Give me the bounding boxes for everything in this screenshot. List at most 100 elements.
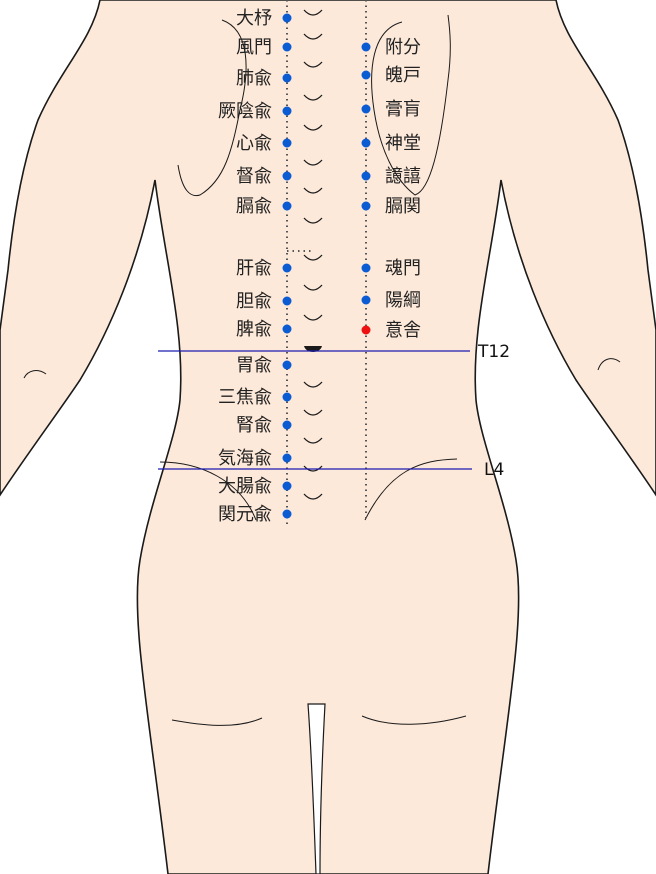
acupoint-marker[interactable] xyxy=(282,420,292,430)
acupoint-inner[interactable]: 三焦兪 xyxy=(218,387,292,408)
acupoint-label: 膏肓 xyxy=(385,98,421,120)
right-scapula-contour xyxy=(371,14,451,196)
acupoint-label: 脾兪 xyxy=(236,319,272,340)
acupoint-label: 肺兪 xyxy=(236,68,272,89)
acupoint-marker[interactable] xyxy=(361,325,371,335)
acupoint-marker[interactable] xyxy=(282,73,292,83)
acupoint-marker[interactable] xyxy=(282,171,292,181)
acupoint-outer[interactable]: 神堂 xyxy=(361,133,422,154)
spinous-process xyxy=(303,124,323,131)
spinous-process xyxy=(303,9,323,16)
level-label: L4 xyxy=(484,460,504,480)
acupoint-label: 三焦兪 xyxy=(218,387,272,408)
spinous-process xyxy=(303,409,323,416)
acupoint-marker[interactable] xyxy=(361,42,371,52)
acupoint-marker[interactable] xyxy=(282,201,292,211)
acupoint-inner[interactable]: 胆兪 xyxy=(236,291,292,312)
acupoint-inner[interactable]: 気海兪 xyxy=(218,448,292,469)
acupoint-label: 意舎 xyxy=(385,320,421,341)
acupoint-label: 附分 xyxy=(385,37,421,58)
left-gluteal-line xyxy=(171,717,263,726)
acupoint-inner[interactable]: 肝兪 xyxy=(236,258,292,279)
acupoint-marker[interactable] xyxy=(361,70,371,80)
left-scapula-contour xyxy=(177,19,247,197)
acupoint-outer[interactable]: 魂門 xyxy=(361,258,422,279)
acupoint-marker[interactable] xyxy=(282,263,292,273)
acupoint-inner[interactable]: 肺兪 xyxy=(236,68,292,89)
acupoint-marker[interactable] xyxy=(361,171,371,181)
left-iliac-contour xyxy=(159,461,257,521)
acupoint-label: 膈関 xyxy=(385,196,421,217)
right-iliac-contour xyxy=(364,458,458,521)
acupoint-label: 魄戸 xyxy=(385,65,421,86)
acupoint-label: 胆兪 xyxy=(236,291,272,312)
acupoint-label: 心兪 xyxy=(236,133,272,154)
acupoint-marker[interactable] xyxy=(282,392,292,402)
acupoint-label: 気海兪 xyxy=(218,448,272,469)
acupoint-outer[interactable]: 陽綱 xyxy=(361,290,422,311)
acupoint-outer[interactable]: 膏肓 xyxy=(361,98,422,120)
level-label: T12 xyxy=(477,342,510,362)
acupoint-outer-highlighted[interactable]: 意舎 xyxy=(361,320,422,341)
acupoint-marker[interactable] xyxy=(361,295,371,305)
acupoint-label: 膈兪 xyxy=(236,196,272,217)
acupoint-inner[interactable]: 胃兪 xyxy=(236,355,292,376)
acupoint-marker[interactable] xyxy=(282,42,292,52)
spinous-process xyxy=(303,159,323,166)
acupoint-label: 陽綱 xyxy=(385,290,421,311)
spinous-process xyxy=(303,33,323,40)
acupoint-marker[interactable] xyxy=(282,481,292,491)
acupoint-inner[interactable]: 風門 xyxy=(236,37,292,58)
acupoint-marker[interactable] xyxy=(282,13,292,23)
spinous-process xyxy=(303,94,323,101)
acupoint-marker[interactable] xyxy=(282,106,292,116)
acupoint-label: 肝兪 xyxy=(236,258,272,279)
acupoint-inner[interactable]: 督兪 xyxy=(236,166,292,187)
acupoint-marker[interactable] xyxy=(361,138,371,148)
acupoint-marker[interactable] xyxy=(361,104,371,114)
acupoint-label: 大腸兪 xyxy=(218,476,272,497)
acupoint-label: 大杼 xyxy=(236,8,272,29)
acupoint-inner[interactable]: 大腸兪 xyxy=(218,476,292,497)
right-elbow-mark xyxy=(597,358,621,371)
spinous-process xyxy=(303,61,323,68)
spinous-process xyxy=(303,465,323,472)
spinous-process xyxy=(303,493,323,500)
acupoint-inner[interactable]: 膈兪 xyxy=(236,196,292,217)
acupoint-outer[interactable]: 附分 xyxy=(361,37,422,58)
spinous-processes xyxy=(303,9,323,500)
acupoint-marker[interactable] xyxy=(282,453,292,463)
spinous-process xyxy=(303,217,323,224)
acupoint-marker[interactable] xyxy=(282,138,292,148)
acupoint-inner[interactable]: 関元兪 xyxy=(218,504,292,525)
spinous-process xyxy=(303,187,323,194)
acupoint-marker[interactable] xyxy=(282,324,292,334)
acupoint-marker[interactable] xyxy=(282,360,292,370)
acupoint-label: 厥陰兪 xyxy=(218,101,272,122)
acupoint-label: 胃兪 xyxy=(236,355,272,376)
acupoint-marker[interactable] xyxy=(361,201,371,211)
acupoint-inner[interactable]: 心兪 xyxy=(236,133,292,154)
acupoint-inner[interactable]: 大杼 xyxy=(236,8,292,29)
acupoint-marker[interactable] xyxy=(361,263,371,273)
acupoint-marker[interactable] xyxy=(282,509,292,519)
acupoint-label: 関元兪 xyxy=(218,504,272,525)
acupoint-outer[interactable]: 魄戸 xyxy=(361,65,422,86)
spinous-process xyxy=(303,437,323,444)
acupoint-label: 督兪 xyxy=(236,166,272,187)
acupoint-inner[interactable]: 腎兪 xyxy=(236,415,292,436)
acupoint-label: 神堂 xyxy=(385,133,421,154)
acupoint-marker[interactable] xyxy=(282,296,292,306)
acupoint-label: 魂門 xyxy=(385,258,421,279)
spinous-process xyxy=(303,314,323,321)
acupoint-outer[interactable]: 譩譆 xyxy=(361,166,422,187)
acupoint-inner[interactable]: 脾兪 xyxy=(236,319,292,340)
acupoint-label: 譩譆 xyxy=(385,166,421,187)
spinous-process xyxy=(303,254,323,261)
acupoint-outer[interactable]: 膈関 xyxy=(361,196,422,217)
right-gluteal-line xyxy=(361,715,467,725)
spinous-process xyxy=(303,381,323,388)
acupoint-inner[interactable]: 厥陰兪 xyxy=(218,101,292,122)
